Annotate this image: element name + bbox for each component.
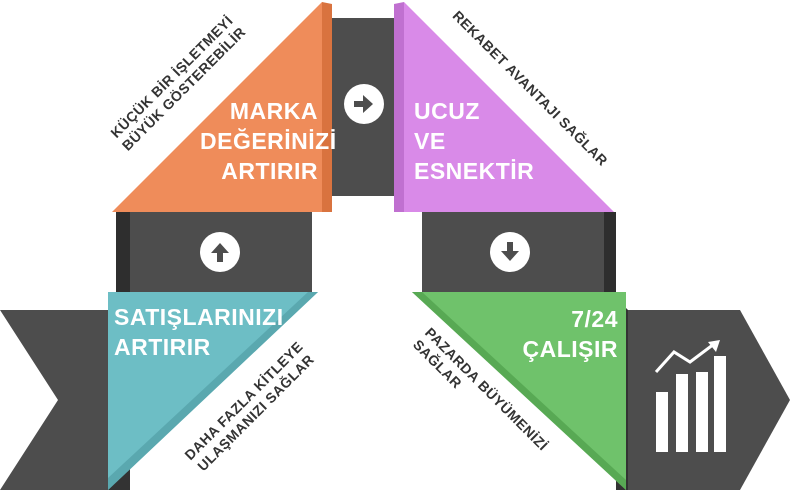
triangle-brand [112, 2, 322, 212]
ribbon-tail [0, 310, 108, 490]
ribbon-head [628, 310, 790, 490]
brand-title-line: MARKA [229, 98, 318, 124]
arrow-down-icon [490, 232, 530, 272]
sales-title-line: ARTIRIR [114, 334, 211, 360]
triangle-cheap [404, 2, 614, 212]
cheap-title-line: ESNEKTİR [414, 158, 535, 184]
brand-title-line: ARTIRIR [221, 158, 318, 184]
fold-shadow [604, 212, 616, 298]
fold-shadow [116, 212, 130, 300]
triangle-brand-edge [322, 2, 332, 212]
always-title-line: ÇALIŞIR [522, 336, 618, 362]
triangle-sales-edge [108, 292, 318, 490]
cheap-title-line: VE [414, 128, 446, 154]
triangle-cheap-edge [394, 2, 404, 212]
brand-title-line: DEĞERİNİZİ [200, 128, 337, 154]
triangle-always-edge [412, 292, 626, 490]
always-title: 7/24 ÇALIŞIR [470, 304, 618, 364]
sales-title-line: SATIŞLARINIZI [114, 304, 284, 330]
always-title-line: 7/24 [571, 306, 618, 332]
arrow-right-icon [344, 84, 384, 124]
arrow-up-icon [200, 232, 240, 272]
cheap-title: UCUZ VE ESNEKTİR [414, 96, 554, 186]
brand-title: MARKA DEĞERİNİZİ ARTIRIR [200, 96, 337, 186]
cheap-title-line: UCUZ [414, 98, 480, 124]
sales-title: SATIŞLARINIZI ARTIRIR [114, 302, 314, 362]
growth-chart-icon [654, 340, 726, 452]
